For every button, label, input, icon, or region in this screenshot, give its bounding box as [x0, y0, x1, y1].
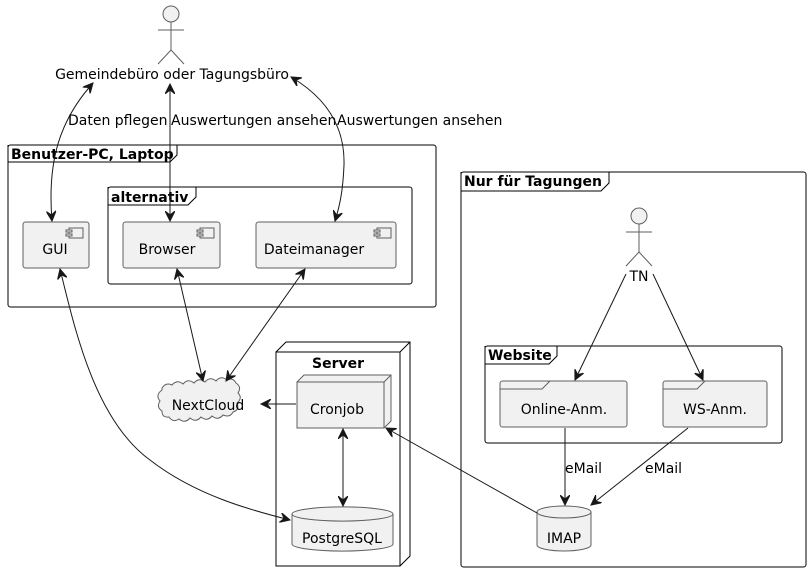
nextcloud-label: NextCloud — [172, 398, 245, 414]
frame-nur-fuer-tagungen: Nur für Tagungen — [460, 171, 807, 568]
component-icon — [373, 227, 392, 239]
cloud-nextcloud[interactable]: NextCloud — [157, 377, 245, 422]
frame-title-website: Website — [488, 348, 552, 364]
component-icon — [65, 227, 84, 239]
edge-tn-ws-anm — [652, 273, 703, 380]
frame-title-tagungen: Nur für Tagungen — [464, 174, 602, 190]
database-postgresql[interactable]: PostgreSQL — [291, 506, 394, 552]
cronjob-label: Cronjob — [310, 402, 364, 418]
frame-website: Website — [484, 345, 783, 444]
edge-gui-postgresql — [60, 269, 290, 520]
actor-tn: TN — [625, 207, 653, 285]
edge-label-auswertungen-dateimanager: Auswertungen ansehen — [337, 113, 502, 129]
edge-office-gui — [51, 83, 93, 221]
stick-figure-icon — [157, 5, 185, 65]
frame-title-alternativ: alternativ — [111, 190, 188, 206]
browser-label: Browser — [139, 242, 196, 258]
postgresql-label: PostgreSQL — [302, 531, 382, 547]
imap-label: IMAP — [547, 531, 581, 547]
edge-dateimanager-nextcloud — [226, 269, 305, 381]
component-gui[interactable]: GUI — [22, 221, 90, 269]
component-icon — [196, 227, 215, 239]
actor-office: Gemeindebüro oder Tagungsbüro — [55, 5, 289, 83]
gui-label: GUI — [42, 242, 67, 258]
stick-figure-icon — [625, 207, 653, 267]
edge-label-email-online: eMail — [565, 461, 602, 477]
ws-anm-label: WS-Anm. — [683, 402, 747, 418]
edge-ws-anm-imap — [591, 427, 689, 505]
component-dateimanager[interactable]: Dateimanager — [255, 221, 397, 269]
edge-office-dateimanager — [291, 77, 345, 221]
dateimanager-label: Dateimanager — [264, 242, 365, 258]
edge-tn-online-anm — [575, 273, 627, 380]
database-icon — [291, 506, 394, 552]
edge-label-email-ws: eMail — [645, 461, 682, 477]
edge-label-auswertungen-browser: Auswertungen ansehen — [171, 113, 336, 129]
folder-ws-anm[interactable]: WS-Anm. — [662, 380, 768, 428]
database-imap[interactable]: IMAP — [536, 505, 592, 552]
node-cronjob[interactable]: Cronjob — [296, 374, 392, 429]
actor-office-label: Gemeindebüro oder Tagungsbüro — [55, 67, 289, 83]
edge-label-daten-pflegen: Daten pflegen — [68, 113, 167, 129]
online-anm-label: Online-Anm. — [521, 402, 607, 418]
component-browser[interactable]: Browser — [122, 221, 221, 269]
edge-imap-cronjob — [386, 428, 538, 514]
actor-tn-label: TN — [628, 269, 648, 285]
frame-title-benutzer-pc: Benutzer-PC, Laptop — [11, 147, 174, 163]
folder-online-anm[interactable]: Online-Anm. — [499, 380, 628, 428]
server-title: Server — [312, 356, 364, 372]
edge-browser-nextcloud — [177, 269, 203, 381]
